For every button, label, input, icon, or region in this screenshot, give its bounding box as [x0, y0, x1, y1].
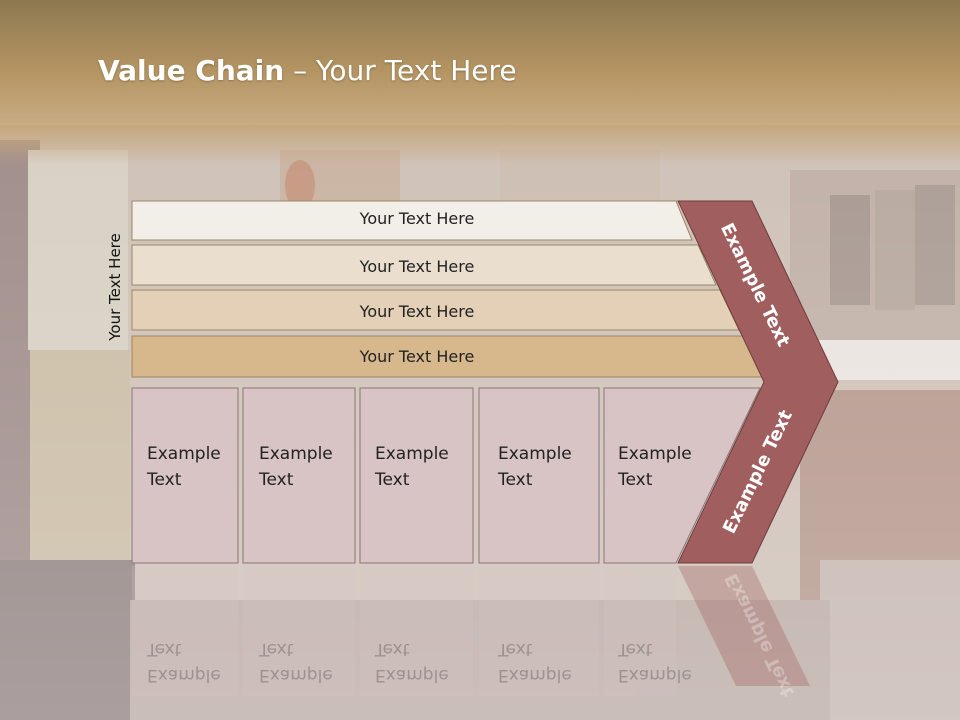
- card-text-3: Example Text: [375, 441, 449, 493]
- card-1[interactable]: [131, 387, 239, 564]
- row-label-1: Your Text Here: [359, 209, 475, 228]
- card-4[interactable]: [478, 387, 600, 564]
- card-3[interactable]: [359, 387, 474, 564]
- card-text-5-line2: Text: [618, 470, 653, 490]
- reflection-line: Example: [259, 665, 333, 685]
- reflection-line: Example: [375, 665, 449, 685]
- card-reflection-text-2: Example Text: [259, 636, 333, 688]
- reflection-line: Text: [147, 639, 182, 659]
- card-text-2: Example Text: [259, 441, 333, 493]
- title-bold: Value Chain: [98, 54, 285, 87]
- row-label-2: Your Text Here: [359, 257, 475, 276]
- reflection-group: [132, 566, 676, 696]
- card-text-4-line2: Text: [498, 470, 533, 490]
- reflection-line: Text: [375, 639, 410, 659]
- row-bar-2[interactable]: [131, 244, 717, 286]
- reflection-line: Example: [147, 665, 221, 685]
- reflection-line: Text: [618, 639, 653, 659]
- card-2[interactable]: [242, 387, 356, 564]
- card-reflection-text-5: Example Text: [618, 636, 692, 688]
- chevron-arrow[interactable]: [677, 200, 839, 564]
- card-reflection-text-4: Example Text: [498, 636, 572, 688]
- title-rest: – Your Text Here: [284, 54, 517, 87]
- reflection-line: Example: [618, 665, 692, 685]
- card-text-4-line1: Example: [498, 444, 572, 464]
- reflection-line: Text: [259, 639, 294, 659]
- card-text-5: Example Text: [618, 441, 692, 493]
- reflection-line: Text: [498, 639, 533, 659]
- slide-title: Value Chain – Your Text Here: [98, 54, 517, 87]
- card-5[interactable]: [603, 387, 761, 564]
- card-text-3-line1: Example: [375, 444, 449, 464]
- card-text-1-line2: Text: [147, 470, 182, 490]
- reflection-line: Example: [498, 665, 572, 685]
- row-label-4: Your Text Here: [359, 347, 475, 366]
- card-reflection-text-1: Example Text: [147, 636, 221, 688]
- card-text-4: Example Text: [498, 441, 572, 493]
- card-reflection-text-3: Example Text: [375, 636, 449, 688]
- row-bar-1[interactable]: [131, 200, 693, 241]
- card-text-5-line1: Example: [618, 444, 692, 464]
- card-text-2-line2: Text: [259, 470, 294, 490]
- chevron-reflection: [678, 566, 810, 686]
- card-text-1-line1: Example: [147, 444, 221, 464]
- card-text-1: Example Text: [147, 441, 221, 493]
- row-label-3: Your Text Here: [359, 302, 475, 321]
- card-text-2-line1: Example: [259, 444, 333, 464]
- card-text-3-line2: Text: [375, 470, 410, 490]
